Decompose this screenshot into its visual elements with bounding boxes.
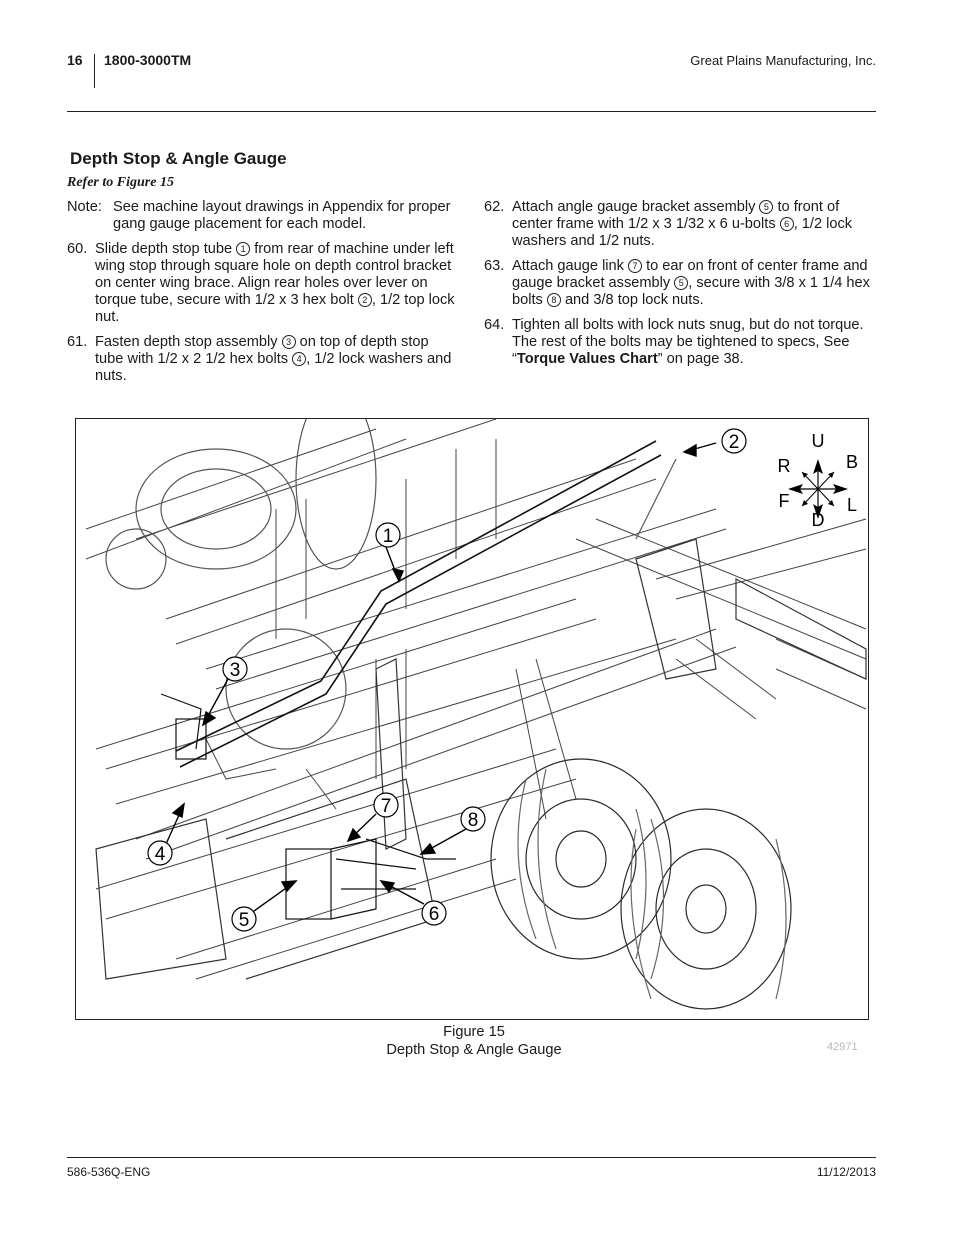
step-text: ” on page 38. [657,351,744,367]
callout-8: 8 [460,806,486,832]
step-63: 63. Attach gauge link 7 to ear on front … [484,258,876,309]
depth-stop-tube [175,440,662,768]
callout-ref: 1 [236,242,251,256]
figure-15: 1 2 3 4 5 6 7 [75,418,869,1020]
note-text: See machine layout drawings in Appendix … [113,199,451,232]
note-label: Note: [67,199,102,215]
step-text: from rear of machine under left wing sto… [95,241,454,308]
torque-chart-link[interactable]: Torque Values Chart [516,351,658,367]
step-text: , 1/2 lock washers and nuts. [95,351,452,384]
step-number: 63. [484,258,505,274]
callout-ref: 7 [628,259,643,273]
step-text: Fasten depth stop assembly [95,334,282,350]
callout-6: 6 [421,900,447,926]
callout-6-label: 6 [429,904,440,925]
step-text: Attach gauge link [512,258,629,274]
callout-ref: 5 [759,200,774,214]
header-divider [94,54,95,88]
step-text: and 3/8 top lock nuts. [560,292,704,308]
compass-left: L [847,495,857,515]
callout-ref: 6 [779,217,794,231]
drawing-number: 42971 [827,1041,858,1053]
callout-7: 7 [373,792,399,818]
figure-caption-number: Figure 15 [443,1024,505,1040]
stop-assembly [160,693,207,760]
header-rule [67,111,876,112]
step-text: to front of center frame with 1/2 x 3 1/… [512,199,840,232]
figure-caption: Figure 15 Depth Stop & Angle Gauge [0,1023,948,1059]
step-text: , 1/2 top lock nut. [95,292,455,325]
step-text: Slide depth stop tube [95,241,237,257]
front-tires [490,758,792,1010]
callout-4-label: 4 [155,844,166,865]
right-column: 62. Attach angle gauge bracket assembly … [484,199,876,376]
step-number: 62. [484,199,505,215]
callout-3: 3 [222,656,248,682]
section-title: Depth Stop & Angle Gauge [70,149,287,168]
callout-arrows [165,442,717,912]
callout-1: 1 [375,522,401,548]
figure-caption-title: Depth Stop & Angle Gauge [386,1042,562,1058]
center-frame [95,458,867,980]
callout-4: 4 [147,840,173,866]
page-number: 16 [67,52,83,68]
step-64: 64. Tighten all bolts with lock nuts snu… [484,317,876,368]
callout-ref: 5 [674,276,689,290]
left-column: Note: See machine layout drawings in App… [67,199,459,393]
compass-rear: R [778,456,791,476]
footer-rule [67,1157,876,1158]
callout-ref: 2 [357,293,372,307]
compass-up: U [812,431,825,451]
document-code: 1800-3000TM [104,52,192,68]
part-number: 586-536Q-ENG [67,1165,151,1179]
step-text: Tighten all bolts with lock nuts snug, b… [512,317,864,367]
frame-lines [85,419,867,980]
step-number: 61. [67,334,88,350]
callout-2-label: 2 [729,432,740,453]
note: Note: See machine layout drawings in App… [67,199,459,233]
step-text: to ear on front of center frame and gaug… [512,258,868,291]
step-61: 61. Fasten depth stop assembly 3 on top … [67,334,459,385]
step-text: , 1/2 lock washers and 1/2 nuts. [512,216,853,249]
callout-ref: 3 [281,335,296,349]
callout-5-label: 5 [239,910,250,931]
direction-compass: U D R B F L [778,431,859,530]
step-text: , secure with 3/8 x 1 1/4 hex bolts [512,275,870,308]
step-text: Attach angle gauge bracket assembly [512,199,760,215]
company-name: Great Plains Manufacturing, Inc. [690,53,876,68]
callout-1-label: 1 [383,526,394,547]
step-number: 60. [67,241,88,257]
callout-3-label: 3 [230,660,241,681]
step-number: 64. [484,317,505,333]
footer-date: 11/12/2013 [816,1165,876,1179]
compass-back: B [846,452,858,472]
callout-ref: 4 [292,352,307,366]
callout-ref: 8 [546,293,561,307]
step-62: 62. Attach angle gauge bracket assembly … [484,199,876,250]
callout-5: 5 [231,906,257,932]
compass-front: F [779,491,790,511]
step-60: 60. Slide depth stop tube 1 from rear of… [67,241,459,326]
compass-down: D [812,510,825,530]
callout-8-label: 8 [468,810,479,831]
callout-7-label: 7 [381,796,392,817]
figure-reference: Refer to Figure 15 [67,175,174,190]
machine-drawing [85,419,867,1010]
step-text: on top of depth stop tube with 1/2 x 2 1… [95,334,429,367]
callout-layer: 1 2 3 4 5 6 7 [147,428,859,932]
callout-2: 2 [721,428,747,454]
rear-wheels [105,419,377,750]
